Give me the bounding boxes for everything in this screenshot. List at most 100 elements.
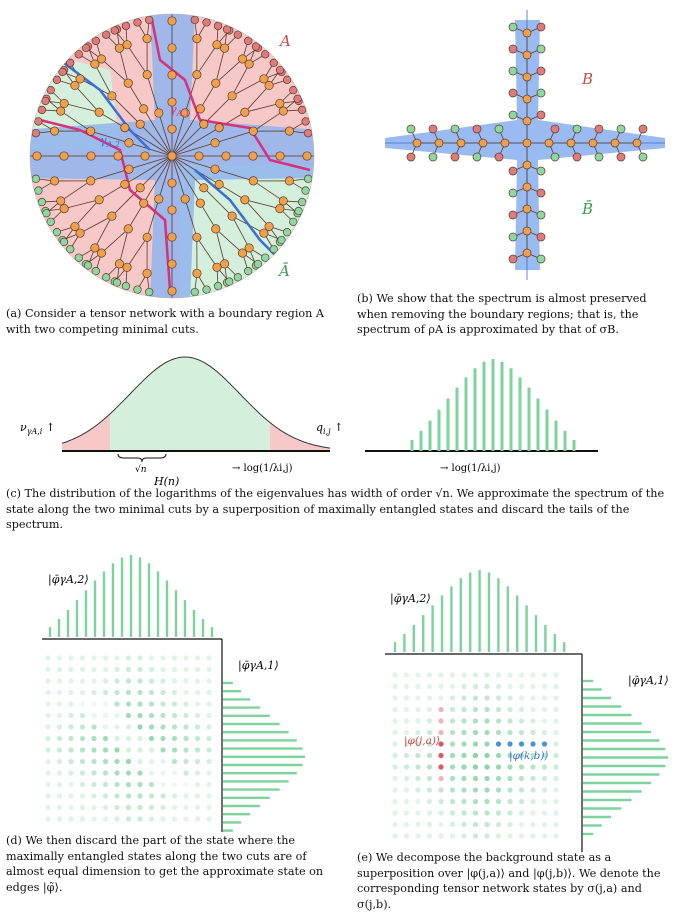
grid-dot <box>103 816 108 821</box>
grid-dot <box>461 787 466 792</box>
bulk-node <box>121 180 129 188</box>
boundary-node <box>639 153 647 161</box>
boundary-node <box>537 233 545 241</box>
grid-dot <box>68 759 73 764</box>
grid-dot <box>461 695 466 700</box>
grid-dot <box>519 822 524 827</box>
grid-dot <box>519 730 524 735</box>
grid-dot <box>45 782 50 787</box>
grid-dot <box>206 793 211 798</box>
grid-dot <box>57 782 62 787</box>
grid-dot <box>126 782 131 787</box>
grid-dot <box>496 764 501 769</box>
grid-dot <box>392 764 397 769</box>
grid-dot <box>461 753 466 758</box>
grid-dot <box>160 805 165 810</box>
grid-dot <box>519 695 524 700</box>
grid-dot <box>57 724 62 729</box>
grid-dot <box>473 822 478 827</box>
grid-dot <box>496 776 501 781</box>
grid-dot <box>91 816 96 821</box>
grid-dot <box>114 690 119 695</box>
grid-dot <box>404 810 409 815</box>
grid-dot <box>496 787 501 792</box>
grid-dot <box>530 718 535 723</box>
bulk-node <box>124 225 132 233</box>
panel-e-grid: |φ̄γA,2⟩ |φ̄γA,1⟩ |φ(j,a)⟩ |φ(k,b)⟩ <box>385 570 669 852</box>
grid-dot <box>530 684 535 689</box>
bulk-node <box>76 75 84 83</box>
grid-dot <box>91 655 96 660</box>
bulk-node <box>124 79 132 87</box>
grid-dot <box>473 753 478 758</box>
e-blue-label: |φ(k,b)⟩ <box>509 750 549 763</box>
bulk-node <box>95 196 103 204</box>
grid-dot <box>461 764 466 769</box>
bulk-node <box>633 139 641 147</box>
grid-dot <box>45 655 50 660</box>
grid-dot <box>195 701 200 706</box>
bulk-node <box>50 127 58 135</box>
boundary-node <box>32 129 40 137</box>
grid-dot <box>172 747 177 752</box>
bulk-node <box>155 195 163 203</box>
boundary-node <box>289 86 297 94</box>
grid-dot <box>80 655 85 660</box>
grid-dot <box>137 782 142 787</box>
grid-dot <box>68 655 73 660</box>
grid-dot <box>183 747 188 752</box>
grid-dot <box>473 718 478 723</box>
bulk-node <box>220 44 228 52</box>
grid-dot <box>473 684 478 689</box>
grid-dot <box>80 736 85 741</box>
bulk-node <box>143 34 151 42</box>
bulk-node <box>523 139 531 147</box>
grid-dot <box>553 672 558 677</box>
boundary-node <box>145 16 153 24</box>
grid-dot <box>91 793 96 798</box>
grid-dot <box>404 799 409 804</box>
grid-dot <box>91 747 96 752</box>
grid-dot <box>507 707 512 712</box>
boundary-node <box>38 198 46 206</box>
grid-dot <box>149 713 154 718</box>
grid-dot <box>206 655 211 660</box>
boundary-node <box>214 282 222 290</box>
e-red-label: |φ(j,a)⟩ <box>404 735 440 748</box>
bulk-node <box>523 249 531 257</box>
grid-dot <box>172 770 177 775</box>
grid-dot <box>553 764 558 769</box>
grid-dot <box>149 724 154 729</box>
boundary-node <box>451 125 459 133</box>
grid-dot <box>80 759 85 764</box>
bulk-node <box>136 184 144 192</box>
grid-dot <box>392 799 397 804</box>
caption-a: (a) Consider a tensor network with a bou… <box>6 306 326 337</box>
grid-dot <box>392 822 397 827</box>
grid-dot <box>80 747 85 752</box>
boundary-node <box>276 66 284 74</box>
sqrt-label: √n <box>135 464 147 475</box>
grid-dot <box>438 776 443 781</box>
bulk-node <box>285 127 293 135</box>
grid-dot <box>126 678 131 683</box>
boundary-node <box>244 37 252 45</box>
grid-dot <box>137 701 142 706</box>
grid-dot <box>530 787 535 792</box>
grid-dot <box>484 730 489 735</box>
grid-dot <box>114 770 119 775</box>
boundary-node <box>639 125 647 133</box>
grid-dot <box>519 672 524 677</box>
grid-dot <box>484 764 489 769</box>
panel-a-tensor-network: A Ā γA,1 γA,2 <box>20 6 330 310</box>
grid-dot <box>542 730 547 735</box>
grid-dot <box>496 753 501 758</box>
grid-dot <box>114 713 119 718</box>
grid-dot <box>57 759 62 764</box>
bulk-node <box>523 95 531 103</box>
grid-dot <box>473 730 478 735</box>
boundary-node <box>617 153 625 161</box>
grid-dot <box>461 822 466 827</box>
grid-dot <box>126 770 131 775</box>
grid-dot <box>450 776 455 781</box>
